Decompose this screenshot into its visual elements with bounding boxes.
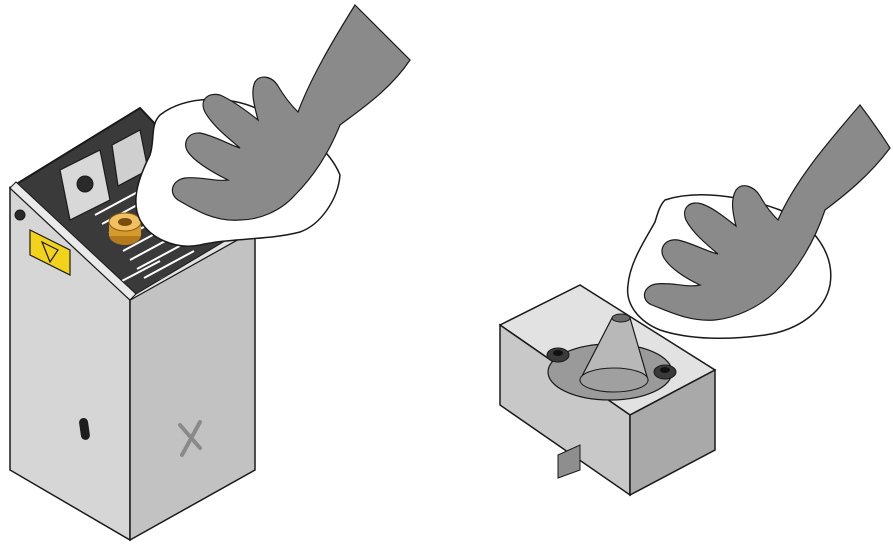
hand-figure xyxy=(172,5,410,220)
nozzle-block-scene xyxy=(480,0,893,547)
laser-module-scene xyxy=(0,0,420,547)
brass-lens xyxy=(109,213,141,245)
